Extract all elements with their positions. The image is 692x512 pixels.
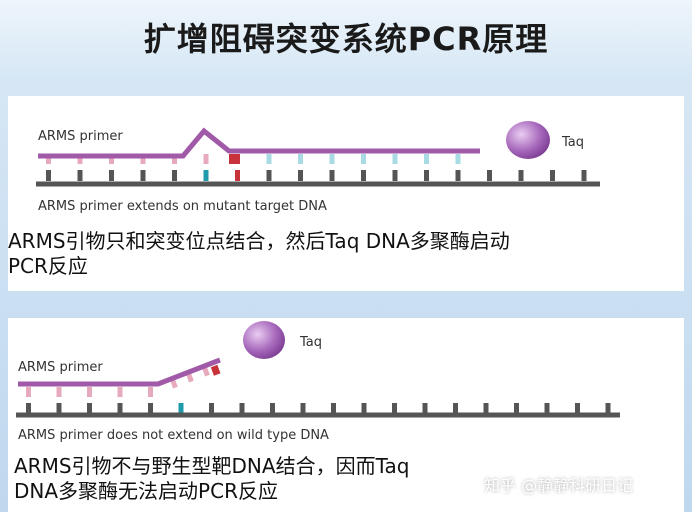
taq-polymerase-icon [243, 321, 285, 359]
target-base-tick [581, 170, 587, 181]
target-base-tick [605, 403, 611, 413]
target-base-tick [453, 403, 458, 413]
primer-base-tick [455, 154, 461, 164]
target-base-tick [239, 403, 245, 413]
target-base-tick [392, 170, 398, 181]
target-base-tick [300, 403, 306, 413]
primer-base-tick [203, 154, 209, 164]
strand-description: ARMS primer does not extend on wild type… [18, 428, 329, 443]
target-base-tick [329, 170, 335, 181]
primer-base-tick [140, 154, 146, 164]
target-base-tick [140, 170, 146, 181]
primer-base-tick [392, 154, 398, 164]
target-base-tick [422, 403, 428, 413]
primer-base-tick [56, 387, 62, 397]
target-base-tick [117, 403, 123, 413]
caption-line: ARMS引物只和突变位点结合，然后Taq DNA多聚酶启动 [8, 229, 510, 253]
primer-base-tick [298, 154, 303, 164]
target-base-tick [148, 403, 153, 413]
primer-base-tick [361, 154, 366, 164]
target-base-tick [361, 403, 367, 413]
primer-base-tick [46, 154, 51, 164]
target-base-tick [455, 170, 461, 181]
primer-base-tick [148, 387, 153, 397]
target-base-tick [575, 403, 580, 413]
arms-primer-strand [38, 127, 480, 159]
title-band [0, 0, 692, 78]
primer-label: ARMS primer [38, 129, 123, 144]
primer-base-tick [266, 154, 272, 164]
taq-polymerase-icon [506, 121, 550, 159]
caption-line: DNA多聚酶无法启动PCR反应 [14, 479, 278, 503]
target-base-tick [550, 170, 555, 181]
page-title: 扩增阻碍突变系统PCR原理 [143, 20, 549, 58]
mutant-caption: ARMS引物只和突变位点结合，然后Taq DNA多聚酶启动 PCR反应 [8, 229, 628, 279]
primer-base-tick [235, 154, 240, 164]
primer-base-tick [109, 154, 114, 164]
target-base-tick [392, 403, 397, 413]
target-base-tick [424, 170, 429, 181]
target-base-tick [203, 170, 209, 181]
target-base-tick [514, 403, 519, 413]
target-base-tick [266, 170, 272, 181]
mismatch-primer-base [229, 154, 235, 164]
target-base-tick [487, 170, 492, 181]
dna-base-ticks [26, 366, 611, 413]
watermark-text: 知乎 @静静科研日记 [484, 476, 634, 495]
caption-line: PCR反应 [8, 254, 88, 278]
taq-label: Taq [299, 335, 322, 350]
target-base-tick [26, 403, 31, 413]
mismatch-primer-base [210, 364, 221, 376]
taq-label: Taq [561, 135, 584, 150]
primer-base-tick [329, 154, 335, 164]
target-base-tick [331, 403, 336, 413]
strand-description: ARMS primer extends on mutant target DNA [38, 199, 327, 214]
target-base-tick [235, 170, 240, 181]
target-base-tick [270, 403, 275, 413]
primer-base-tick [117, 387, 123, 397]
primer-base-tick [77, 154, 83, 164]
target-base-tick [77, 170, 83, 181]
target-base-tick [361, 170, 366, 181]
caption-line: ARMS引物不与野生型靶DNA结合，因而Taq [14, 454, 410, 478]
primer-label: ARMS primer [18, 360, 103, 375]
target-base-tick [544, 403, 550, 413]
target-base-tick [483, 403, 489, 413]
primer-base-tick [26, 387, 31, 397]
target-base-tick [87, 403, 92, 413]
primer-base-tick [424, 154, 429, 164]
arms-primer-strand [18, 357, 221, 387]
target-base-tick [46, 170, 51, 181]
target-base-tick [209, 403, 214, 413]
primer-base-tick [172, 154, 177, 164]
wildtype-diagram: Taq ARMS primer ARMS primer does not ext… [16, 321, 620, 443]
primer-base-tick [87, 387, 92, 397]
target-base-tick [298, 170, 303, 181]
dna-base-ticks [46, 154, 587, 181]
target-base-tick [518, 170, 524, 181]
target-base-tick [109, 170, 114, 181]
target-base-tick [172, 170, 177, 181]
mutant-diagram: Taq ARMS primer ARMS primer extends on m… [36, 121, 600, 214]
target-base-tick [56, 403, 62, 413]
target-base-tick [178, 403, 184, 413]
wildtype-caption: ARMS引物不与野生型靶DNA结合，因而Taq DNA多聚酶无法启动PCR反应 [14, 454, 514, 504]
